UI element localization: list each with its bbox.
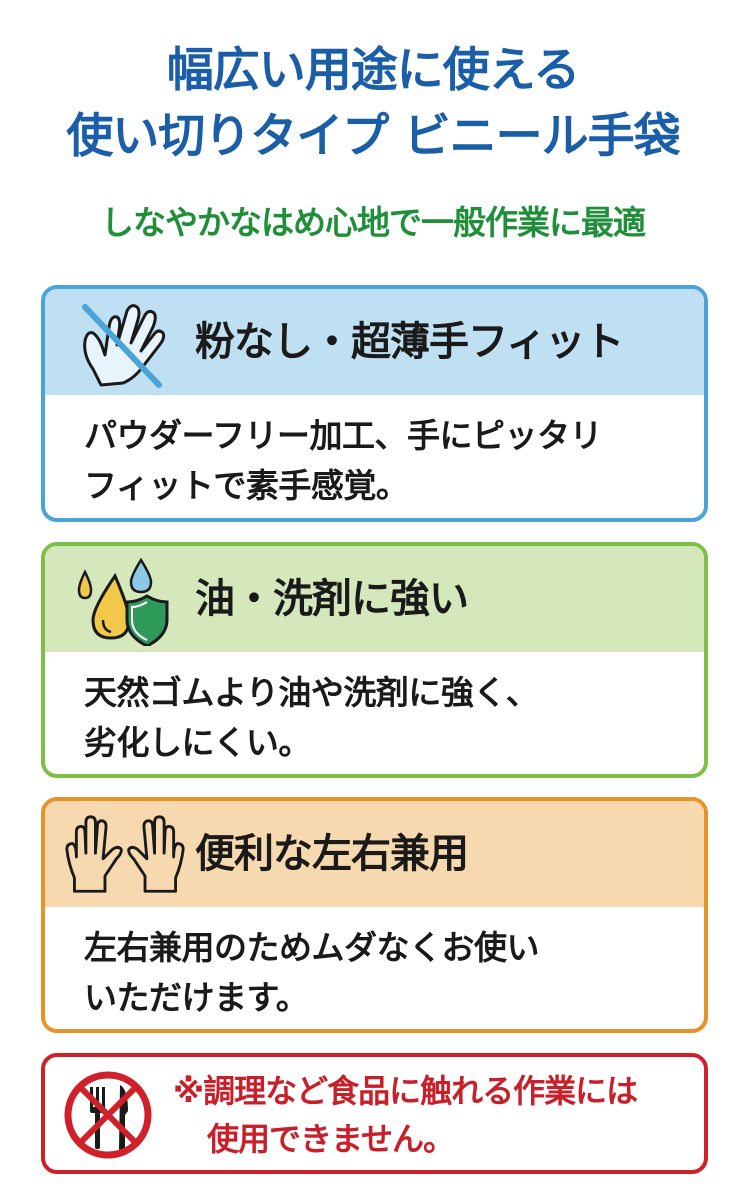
feature-description-line: 天然ゴムより油や洗剤に強く、 [84, 673, 539, 712]
feature-description: パウダーフリー加工、手にピッタリ フィットで素手感覚。 [45, 395, 704, 511]
feature-title: 油・洗剤に強い [195, 576, 469, 622]
warning-text-line1: ※調理など食品に触れる作業には [173, 1072, 638, 1110]
no-powder-hand-icon [82, 304, 166, 388]
feature-description-line: パウダーフリー加工、手にピッタリ [84, 416, 603, 455]
feature-description-line: 劣化しにくい。 [84, 723, 311, 762]
no-food-icon [64, 1071, 152, 1159]
feature-description-line: フィットで素手感覚。 [84, 466, 409, 505]
warning-text-line2: 使用できません。 [207, 1120, 455, 1158]
feature-title: 粉なし・超薄手フィット [195, 319, 624, 365]
page-title-line2: 使い切りタイプ ビニール手袋 [66, 109, 680, 164]
feature-card-header: 粉なし・超薄手フィット [45, 289, 704, 395]
feature-card-powder-free: 粉なし・超薄手フィット パウダーフリー加工、手にピッタリ フィットで素手感覚。 [41, 285, 708, 522]
oil-drops-shield-icon [77, 557, 169, 646]
feature-description: 天然ゴムより油や洗剤に強く、 劣化しにくい。 [45, 652, 704, 768]
feature-card-ambidextrous: 便利な左右兼用 左右兼用のためムダなくお使い いただけます。 [41, 797, 708, 1033]
feature-card-header: 油・洗剤に強い [45, 546, 704, 652]
feature-description-line: いただけます。 [84, 978, 309, 1017]
page-subtitle: しなやかなはめ心地で一般作業に最適 [101, 203, 646, 242]
feature-description-line: 左右兼用のためムダなくお使い [84, 928, 540, 967]
page-title-line1: 幅広い用途に使える [166, 43, 581, 98]
two-hands-icon [65, 815, 185, 893]
food-use-warning: ※調理など食品に触れる作業には 使用できません。 [41, 1053, 708, 1174]
feature-title: 便利な左右兼用 [195, 831, 469, 877]
feature-description: 左右兼用のためムダなくお使い いただけます。 [45, 907, 704, 1023]
feature-card-header: 便利な左右兼用 [45, 801, 704, 907]
feature-card-oil-resistant: 油・洗剤に強い 天然ゴムより油や洗剤に強く、 劣化しにくい。 [41, 542, 708, 778]
